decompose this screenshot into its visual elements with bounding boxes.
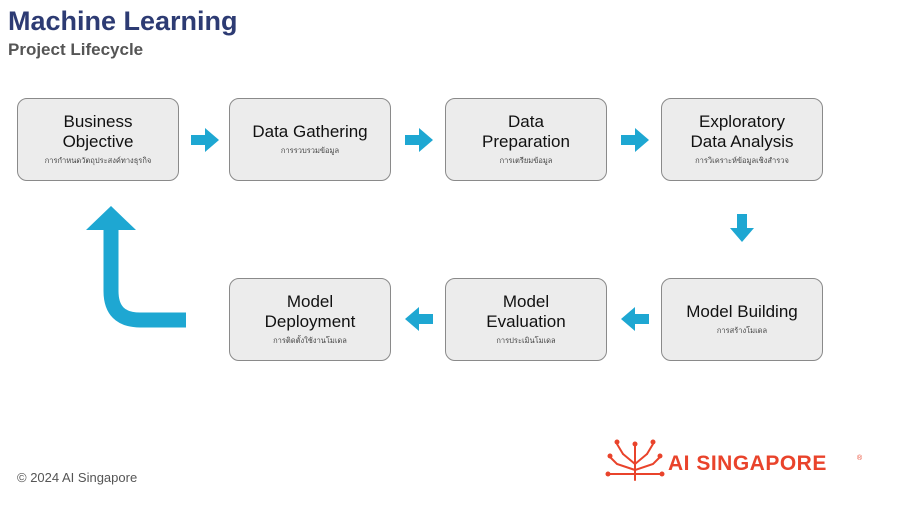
node-model-evaluation: Model Evaluation การประเมินโมเดล <box>445 278 607 361</box>
node-label: Model Deployment <box>264 292 356 331</box>
arrow-left-icon <box>621 307 649 331</box>
node-sublabel: การรวบรวมข้อมูล <box>280 146 340 155</box>
node-label: Model Building <box>686 302 798 321</box>
node-label: Business Objective <box>62 112 134 151</box>
node-label: Model Evaluation <box>486 292 566 331</box>
registered-mark: ® <box>857 455 863 462</box>
node-business-objective: Business Objective การกำหนดวัตถุประสงค์ท… <box>17 98 179 181</box>
page-title: Machine Learning <box>8 6 238 36</box>
arrow-left-icon <box>405 307 433 331</box>
node-sublabel: การสร้างโมเดล <box>716 326 768 335</box>
node-sublabel: การกำหนดวัตถุประสงค์ทางธุรกิจ <box>44 156 152 165</box>
node-data-preparation: Data Preparation การเตรียมข้อมูล <box>445 98 607 181</box>
node-model-deployment: Model Deployment การติดตั้งใช้งานโมเดล <box>229 278 391 361</box>
return-arrow-icon <box>86 206 186 328</box>
node-sublabel: การติดตั้งใช้งานโมเดล <box>273 336 347 345</box>
copyright-text: © 2024 AI Singapore <box>17 470 138 485</box>
node-sublabel: การเตรียมข้อมูล <box>499 156 553 165</box>
node-label: Exploratory Data Analysis <box>690 112 794 151</box>
page-subtitle: Project Lifecycle <box>8 40 144 59</box>
arrow-right-icon <box>621 128 649 152</box>
node-sublabel: การวิเคราะห์ข้อมูลเชิงสำรวจ <box>695 156 789 165</box>
ai-singapore-logo <box>605 439 665 481</box>
arrow-down-icon <box>730 214 754 242</box>
node-model-building: Model Building การสร้างโมเดล <box>661 278 823 361</box>
node-sublabel: การประเมินโมเดล <box>496 336 556 345</box>
arrow-right-icon <box>405 128 433 152</box>
node-exploratory-data-analysis: Exploratory Data Analysis การวิเคราะห์ข้… <box>661 98 823 181</box>
arrow-right-icon <box>191 128 219 152</box>
node-data-gathering: Data Gathering การรวบรวมข้อมูล <box>229 98 391 181</box>
logo-wordmark: AI SINGAPORE <box>668 452 827 475</box>
node-label: Data Preparation <box>482 112 570 151</box>
node-label: Data Gathering <box>252 122 368 141</box>
